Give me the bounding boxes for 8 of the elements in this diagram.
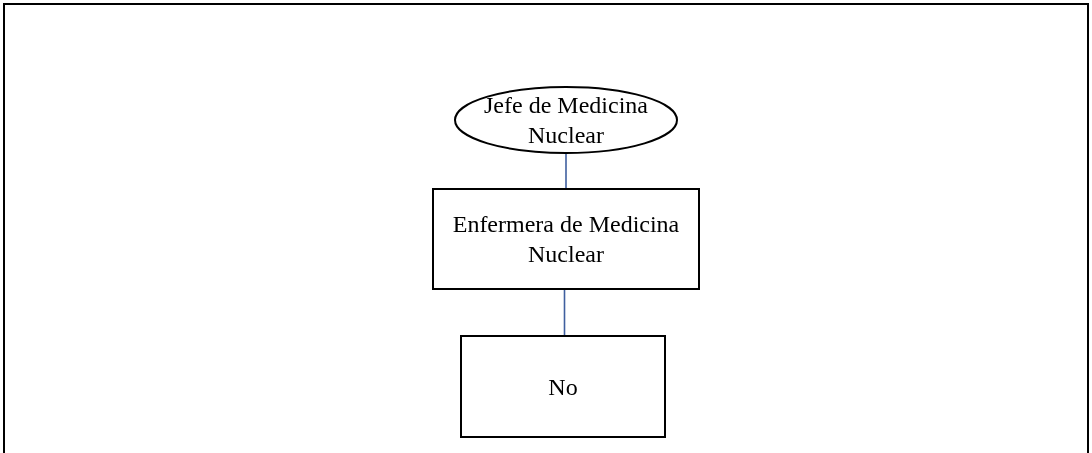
- connector-line: [563, 289, 566, 336]
- node-label: No: [548, 372, 578, 402]
- node-label: Enfermera de Medicina Nuclear: [451, 210, 681, 269]
- connector-line: [565, 153, 567, 189]
- ellipse-node: [454, 86, 678, 154]
- process-box: [432, 188, 700, 290]
- process-box: [460, 335, 666, 438]
- node-label: Jefe de Medicina Nuclear: [483, 91, 649, 150]
